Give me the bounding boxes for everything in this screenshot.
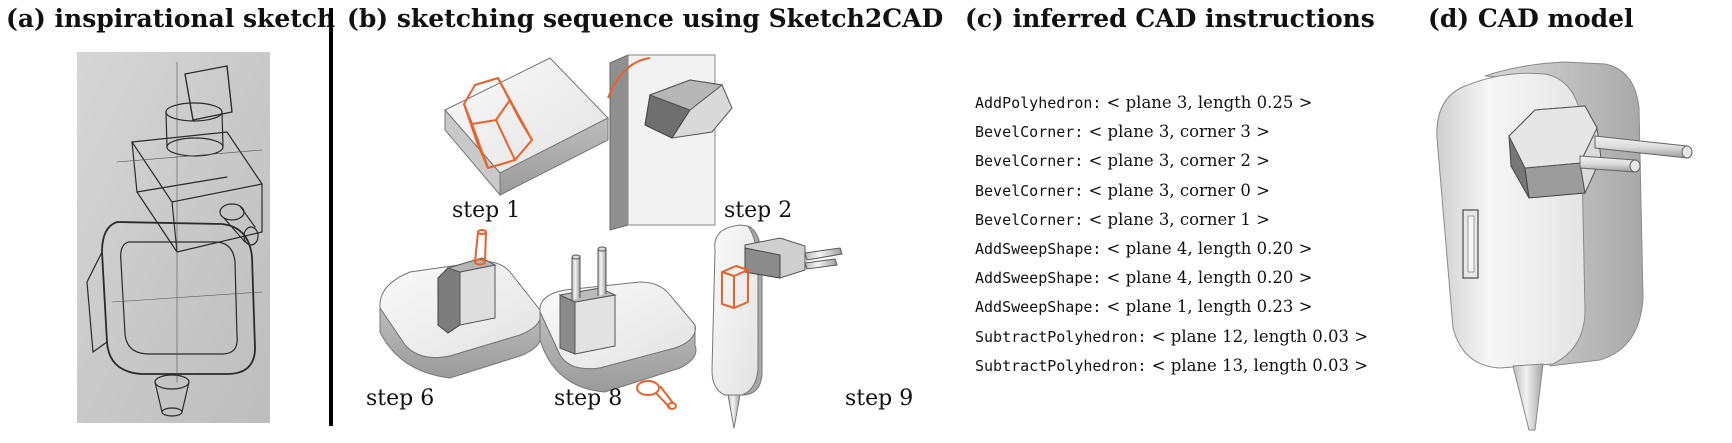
instruction-args: < plane 13, length 0.03 > [1151, 355, 1369, 375]
instruction-command: BevelCorner: [975, 152, 1084, 171]
instruction-command: SubtractPolyhedron: [975, 327, 1147, 346]
step-6-label: step 6 [366, 386, 435, 411]
instruction-args: < plane 1, length 0.23 > [1106, 297, 1313, 317]
cad-instruction-list: AddPolyhedron: < plane 3, length 0.25 > … [975, 88, 1415, 380]
step-1-model [444, 57, 609, 197]
instruction-args: < plane 3, corner 2 > [1088, 151, 1270, 171]
instruction-args: < plane 3, length 0.25 > [1106, 93, 1313, 112]
instruction-command: AddPolyhedron: [975, 94, 1102, 112]
instruction-command: AddSweepShape: [975, 298, 1102, 317]
instruction-row: SubtractPolyhedron: < plane 13, length 0… [975, 351, 1415, 380]
instruction-row: BevelCorner: < plane 3, corner 3 > [975, 117, 1415, 146]
instruction-command: SubtractPolyhedron: [975, 356, 1147, 375]
instruction-args: < plane 3, corner 3 > [1088, 122, 1270, 142]
step-2-label: step 2 [724, 198, 793, 223]
step-8-label: step 8 [554, 386, 623, 411]
inspirational-sketch-image [77, 52, 270, 423]
instruction-command: BevelCorner: [975, 181, 1084, 200]
instruction-args: < plane 4, length 0.20 > [1106, 268, 1313, 288]
instruction-row: AddSweepShape: < plane 1, length 0.23 > [975, 292, 1415, 321]
panel-b-title: (b) sketching sequence using Sketch2CAD [347, 4, 944, 33]
cad-model-render [1436, 61, 1693, 431]
step-9-label: step 9 [845, 386, 914, 411]
instruction-args: < plane 3, corner 1 > [1088, 209, 1270, 229]
panel-d-title: (d) CAD model [1428, 4, 1634, 33]
instruction-command: AddSweepShape: [975, 239, 1102, 258]
instruction-args: < plane 12, length 0.03 > [1151, 326, 1369, 346]
instruction-command: BevelCorner: [975, 123, 1084, 142]
panel-divider [329, 8, 333, 426]
instruction-row: AddSweepShape: < plane 4, length 0.20 > [975, 234, 1415, 263]
instruction-row: BevelCorner: < plane 3, corner 2 > [975, 146, 1415, 175]
panel-a-title: (a) inspirational sketch [6, 4, 336, 33]
step-6-model [379, 229, 542, 379]
sketching-sequence-figure [379, 54, 843, 429]
instruction-row: BevelCorner: < plane 3, corner 1 > [975, 205, 1415, 234]
instruction-command: AddSweepShape: [975, 269, 1102, 288]
step-8-model [539, 246, 697, 410]
instruction-row: AddPolyhedron: < plane 3, length 0.25 > [975, 88, 1415, 117]
step-1-label: step 1 [452, 198, 521, 223]
instruction-row: SubtractPolyhedron: < plane 12, length 0… [975, 322, 1415, 351]
step-9-model [711, 224, 843, 429]
instruction-args: < plane 4, length 0.20 > [1106, 238, 1313, 258]
instruction-command: BevelCorner: [975, 210, 1084, 229]
step-2-model [607, 54, 733, 231]
instruction-row: AddSweepShape: < plane 4, length 0.20 > [975, 263, 1415, 292]
instruction-row: BevelCorner: < plane 3, corner 0 > [975, 176, 1415, 205]
instruction-args: < plane 3, corner 0 > [1088, 180, 1270, 200]
panel-c-title: (c) inferred CAD instructions [965, 4, 1375, 33]
